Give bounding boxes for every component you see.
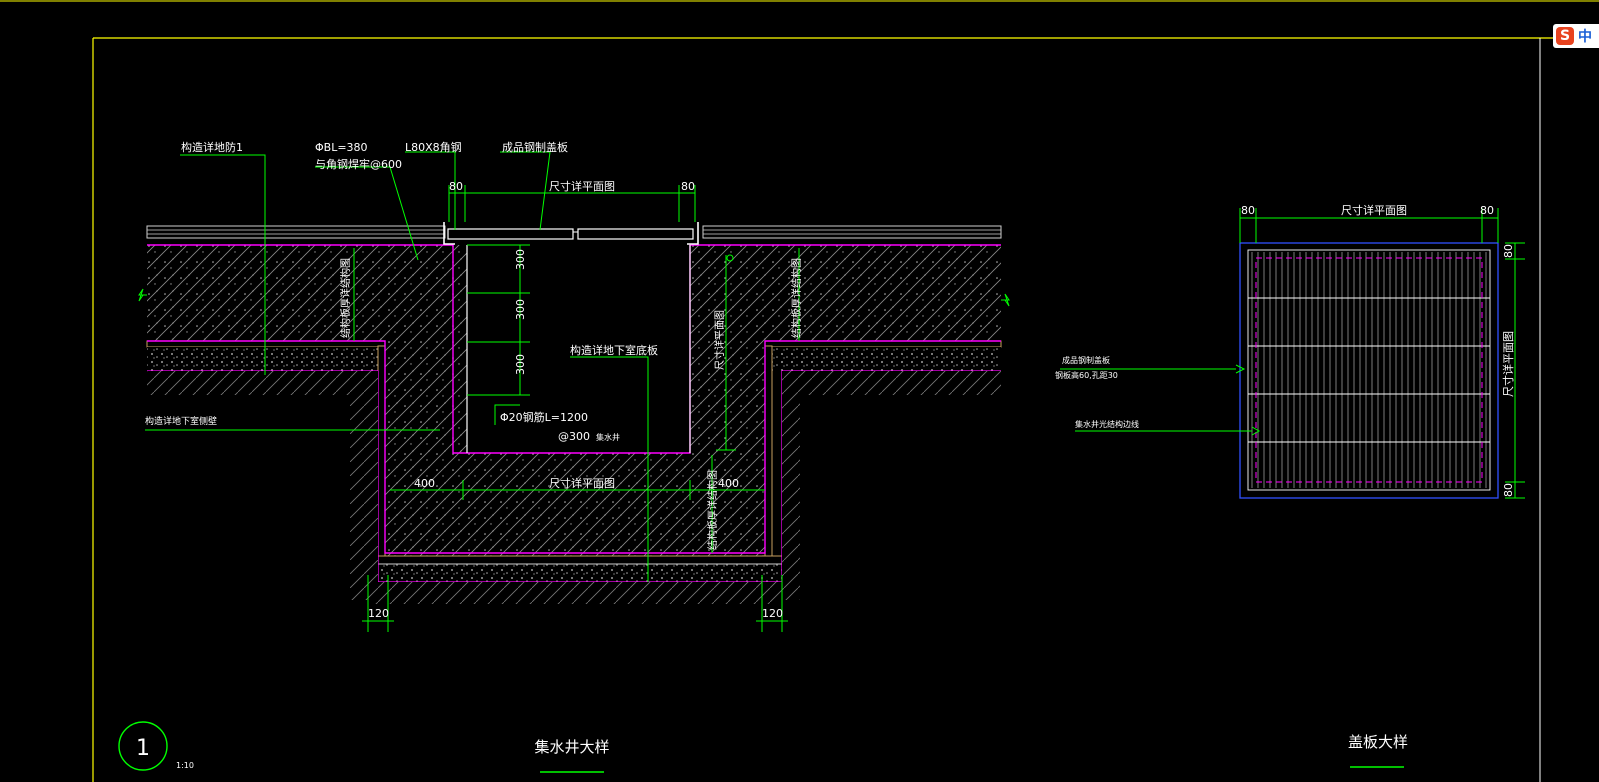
wall-thickness-right: 结构板厚详结构图 xyxy=(790,258,803,338)
wall-thickness-left: 结构板厚详结构图 xyxy=(339,258,352,338)
grating-bars xyxy=(1251,252,1487,488)
plan-dim-80-bottom: 80 xyxy=(1502,483,1515,497)
detail-number: 1 xyxy=(136,736,150,761)
cover-plan-drawing: 80 尺寸详平面图 80 80 尺寸详平面图 80 成品钢制盖板 钢板高60,孔… xyxy=(1055,203,1525,768)
cover-label: 成品钢制盖板 xyxy=(1062,355,1110,365)
finish-layer-left xyxy=(146,225,446,239)
earth-left xyxy=(147,371,378,600)
dim-80-right: 80 xyxy=(681,180,695,193)
section-title: 集水井大样 xyxy=(534,738,609,756)
dim-plan-top: 尺寸详平面图 xyxy=(549,179,615,193)
slab-right xyxy=(765,245,1001,341)
angle-steel-label: L80X8角钢 xyxy=(405,141,462,154)
plan-dim-side: 尺寸详平面图 xyxy=(1501,331,1515,397)
plan-dim-80-right: 80 xyxy=(1480,204,1494,217)
plan-dim-80-top: 80 xyxy=(1502,244,1515,258)
dim-300-top: 300 xyxy=(514,249,527,270)
finish-layer-right xyxy=(702,225,1002,239)
detail-number-circle xyxy=(118,721,168,771)
sump-label: 集水井 xyxy=(596,432,620,442)
pit-depth-dim: 尺寸详平面图 xyxy=(713,310,726,370)
ime-badge[interactable]: S 中 xyxy=(1553,24,1599,48)
basement-side-label: 构造详地下室侧壁 xyxy=(145,415,217,427)
steel-cover-label: 成品钢制盖板 xyxy=(502,140,568,154)
dim-80-left: 80 xyxy=(449,180,463,193)
rebar-spec-label: ΦBL=380 xyxy=(315,141,368,154)
pit-concrete xyxy=(385,245,765,556)
edge-label: 集水井光结构边线 xyxy=(1075,419,1139,429)
detail-scale: 1:10 xyxy=(176,761,194,770)
cover-outline xyxy=(1239,242,1499,499)
plan-dim-top: 尺寸详平面图 xyxy=(1341,203,1407,217)
pit-bottom-layer xyxy=(367,563,783,583)
dim-300-middle: 300 xyxy=(514,299,527,320)
basement-floor-label: 构造详地下室底板 xyxy=(570,343,658,357)
dim-400-left: 400 xyxy=(414,477,435,490)
rebar-spacing-label: @300 xyxy=(558,430,590,443)
angle-steel-right xyxy=(687,222,699,245)
dim-400-right: 400 xyxy=(718,477,739,490)
rebar-weld-label: 与角钢焊牢@600 xyxy=(315,157,402,171)
earth-right xyxy=(782,371,1001,600)
plan-title: 盖板大样 xyxy=(1348,733,1408,751)
dim-120-left: 120 xyxy=(368,607,389,620)
cover-spec: 钢板高60,孔距30 xyxy=(1055,370,1118,380)
sump-section-drawing: 构造详地防1 ΦBL=380 与角钢焊牢@600 L80X8角钢 成品钢制盖板 … xyxy=(118,140,1010,773)
ime-mode-label: 中 xyxy=(1578,29,1592,45)
cover-plate-right xyxy=(577,228,694,240)
angle-steel-left xyxy=(443,222,455,245)
rebar-bottom-label: Φ20钢筋L=1200 xyxy=(500,410,588,424)
dim-300-bottom: 300 xyxy=(514,354,527,375)
slab-left xyxy=(147,245,385,341)
plan-dim-80-left: 80 xyxy=(1241,204,1255,217)
waterproof-label: 构造详地防1 xyxy=(181,140,243,154)
structure-edge-line xyxy=(1255,257,1483,483)
cover-plate-left xyxy=(447,228,574,240)
dim-120-right: 120 xyxy=(762,607,783,620)
sogou-logo-icon: S xyxy=(1556,27,1574,45)
dim-plan-bottom: 尺寸详平面图 xyxy=(549,476,615,490)
floor-thickness-dim: 结构板厚详结构图 xyxy=(706,470,719,550)
